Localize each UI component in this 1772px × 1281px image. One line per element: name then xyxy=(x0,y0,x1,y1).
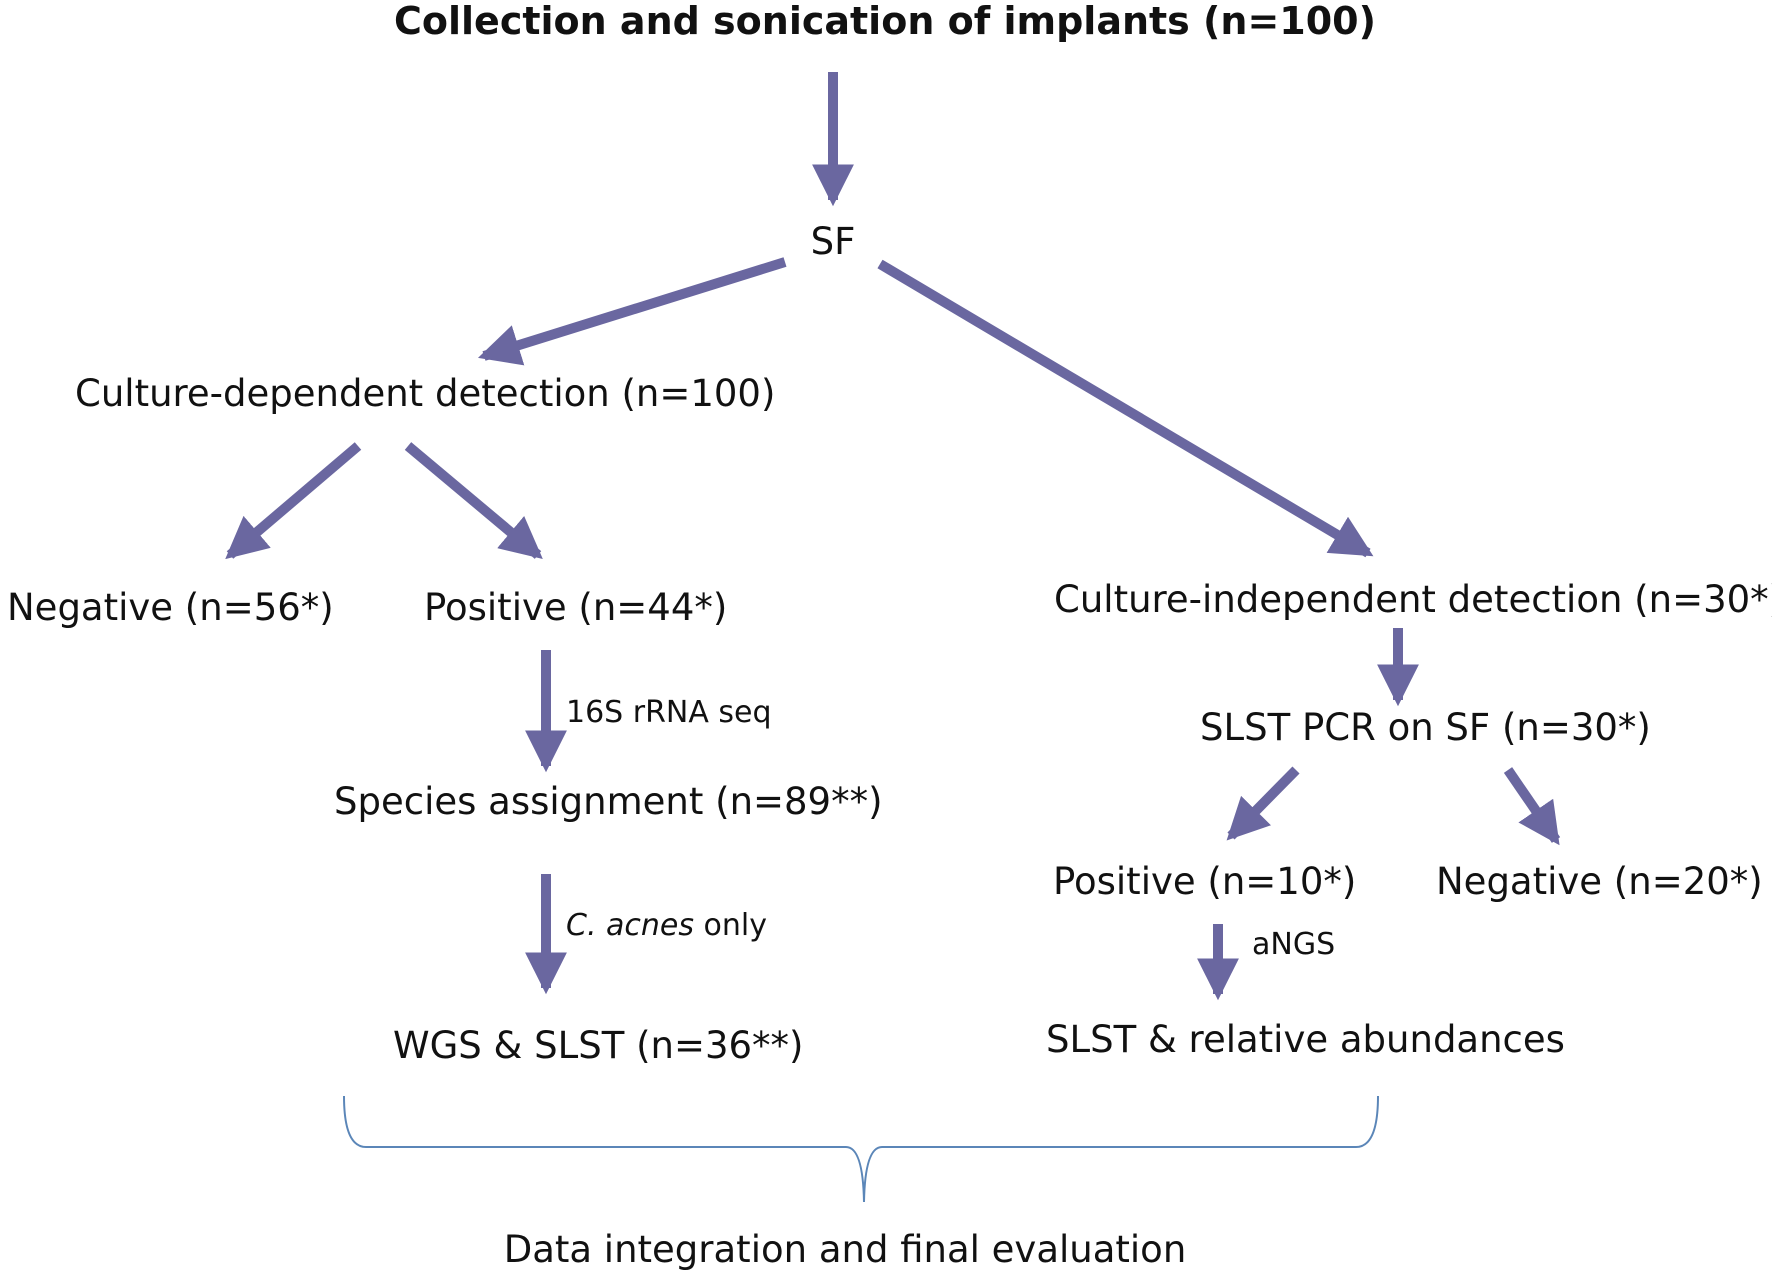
node-data-integration: Data integration and final evaluation xyxy=(504,1228,1187,1271)
arrow-slst-pcr-to-positive xyxy=(1226,766,1300,841)
node-culture-dependent-negative: Negative (n=56*) xyxy=(7,586,334,629)
edge-label-16s-rrna-seq: 16S rRNA seq xyxy=(566,695,772,730)
node-wgs-slst: WGS & SLST (n=36**) xyxy=(393,1024,803,1067)
arrow-culture-dependent-to-negative xyxy=(225,442,362,560)
node-culture-independent-detection: Culture-independent detection (n=30*) xyxy=(1054,578,1772,621)
arrow-sf-to-culture-independent xyxy=(877,259,1374,558)
node-culture-dependent-positive: Positive (n=44*) xyxy=(424,586,727,629)
node-species-assignment: Species assignment (n=89**) xyxy=(334,780,883,823)
arrow-sf-to-culture-dependent xyxy=(477,257,787,366)
node-slst-relative-abundances: SLST & relative abundances xyxy=(1046,1018,1565,1061)
edge-label-c-acnes-italic: C. acnes xyxy=(566,908,694,943)
arrow-slst-pcr-to-negative xyxy=(1503,767,1561,846)
node-slst-pcr-on-sf: SLST PCR on SF (n=30*) xyxy=(1200,706,1651,749)
curly-brace xyxy=(343,1095,1379,1203)
node-culture-dependent-detection: Culture-dependent detection (n=100) xyxy=(75,372,775,415)
node-culture-independent-negative: Negative (n=20*) xyxy=(1436,860,1763,903)
edge-label-c-acnes-only: C. acnes only xyxy=(566,908,767,943)
node-culture-independent-positive: Positive (n=10*) xyxy=(1053,860,1356,903)
edge-label-angs: aNGS xyxy=(1252,927,1335,962)
node-sf: SF xyxy=(811,220,856,263)
arrow-culture-dependent-to-positive xyxy=(404,442,543,560)
edge-label-only: only xyxy=(694,908,767,943)
diagram-title: Collection and sonication of implants (n… xyxy=(394,0,1376,43)
